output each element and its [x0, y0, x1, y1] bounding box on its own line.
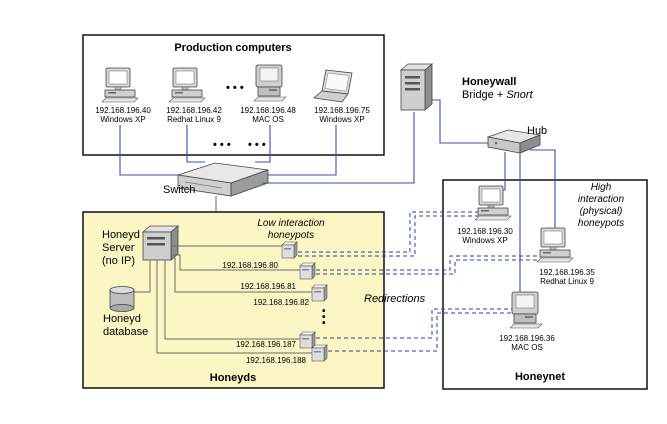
- production-ellipsis-bottom-2: • • •: [248, 139, 266, 151]
- honeynet-mac-os: MAC OS: [511, 343, 543, 352]
- production-title: Production computers: [174, 42, 291, 54]
- production-mac-ip: 192.168.196.48: [240, 106, 296, 115]
- honeynet-box: [442, 179, 648, 390]
- honeyd-honeypot-wires: [156, 245, 312, 354]
- db-line-1: Honeyd: [103, 313, 141, 325]
- high-line-4: honeypots: [578, 218, 624, 229]
- honeypot-4-icon: [299, 331, 316, 349]
- honeypot-5-icon: [311, 344, 328, 362]
- database-icon: [109, 286, 135, 312]
- honeypot-3-ip: 192.168.196.82: [253, 298, 309, 307]
- production-ellipsis-bottom: • • •: [213, 139, 231, 151]
- honeypot-vdot-1: •: [322, 306, 326, 317]
- server-line-2: Server: [102, 242, 135, 254]
- honeypot-5-ip: 192.168.196.188: [246, 356, 307, 365]
- production-pc-2-ip: 192.168.196.42: [166, 106, 222, 115]
- switch-honeywall-wire: [262, 112, 415, 184]
- honeywall-name: Honeywall: [462, 76, 516, 88]
- production-pc-1-ip: 192.168.196.40: [95, 106, 151, 115]
- db-line-2: database: [103, 326, 148, 338]
- switch-label: Switch: [163, 184, 195, 196]
- production-wires: [119, 125, 337, 176]
- server-line-1: Honeyd: [102, 229, 140, 241]
- production-ellipsis-top: • • •: [226, 82, 244, 94]
- high-line-3: (physical): [580, 206, 623, 217]
- honeywall-sub: Bridge + Snort: [462, 89, 534, 101]
- honeynet-pc-1-os: Windows XP: [462, 236, 507, 245]
- high-line-2: interaction: [578, 194, 625, 205]
- honeypot-2-ip: 192.168.196.81: [240, 282, 296, 291]
- switch-icon: [177, 162, 269, 197]
- hub-icon: [486, 129, 542, 154]
- honeypot-vdot-3: •: [322, 318, 326, 329]
- honeynet-pc-2-os: Redhat Linux 9: [540, 277, 594, 286]
- redirections-label: Redirections: [364, 293, 426, 305]
- server-line-3: (no IP): [102, 255, 135, 267]
- honeywall-hub-wire: [432, 99, 488, 144]
- honeynet-title: Honeynet: [515, 371, 565, 383]
- low-line-2: honeypots: [268, 230, 314, 241]
- low-line-1: Low interaction: [257, 218, 325, 229]
- honeynet-pc-1-ip: 192.168.196.30: [457, 227, 513, 236]
- honeypot-2-icon: [299, 262, 316, 280]
- honeywall-server-icon: [399, 63, 434, 111]
- honeypot-vdot-2: •: [322, 312, 326, 323]
- honeyds-title: Honeyds: [210, 372, 256, 384]
- honeypot-4-ip: 192.168.196.187: [236, 340, 297, 349]
- production-mac-os: MAC OS: [252, 115, 284, 124]
- production-pc-1-os: Windows XP: [100, 115, 145, 124]
- production-laptop-os: Windows XP: [319, 115, 364, 124]
- hub-label: Hub: [527, 125, 547, 137]
- honeypot-1-icon: [281, 241, 298, 259]
- honeypot-1-ip: 192.168.196.80: [222, 261, 278, 270]
- production-laptop-ip: 192.168.196.75: [314, 106, 370, 115]
- honeynet-mac-ip: 192.168.196.36: [499, 334, 555, 343]
- honeynet-pc-2-ip: 192.168.196.35: [539, 268, 595, 277]
- high-line-1: High: [591, 182, 612, 193]
- redirection-lines: [298, 211, 540, 352]
- production-pc-2-os: Redhat Linux 9: [167, 115, 221, 124]
- honeypot-3-icon: [311, 284, 328, 302]
